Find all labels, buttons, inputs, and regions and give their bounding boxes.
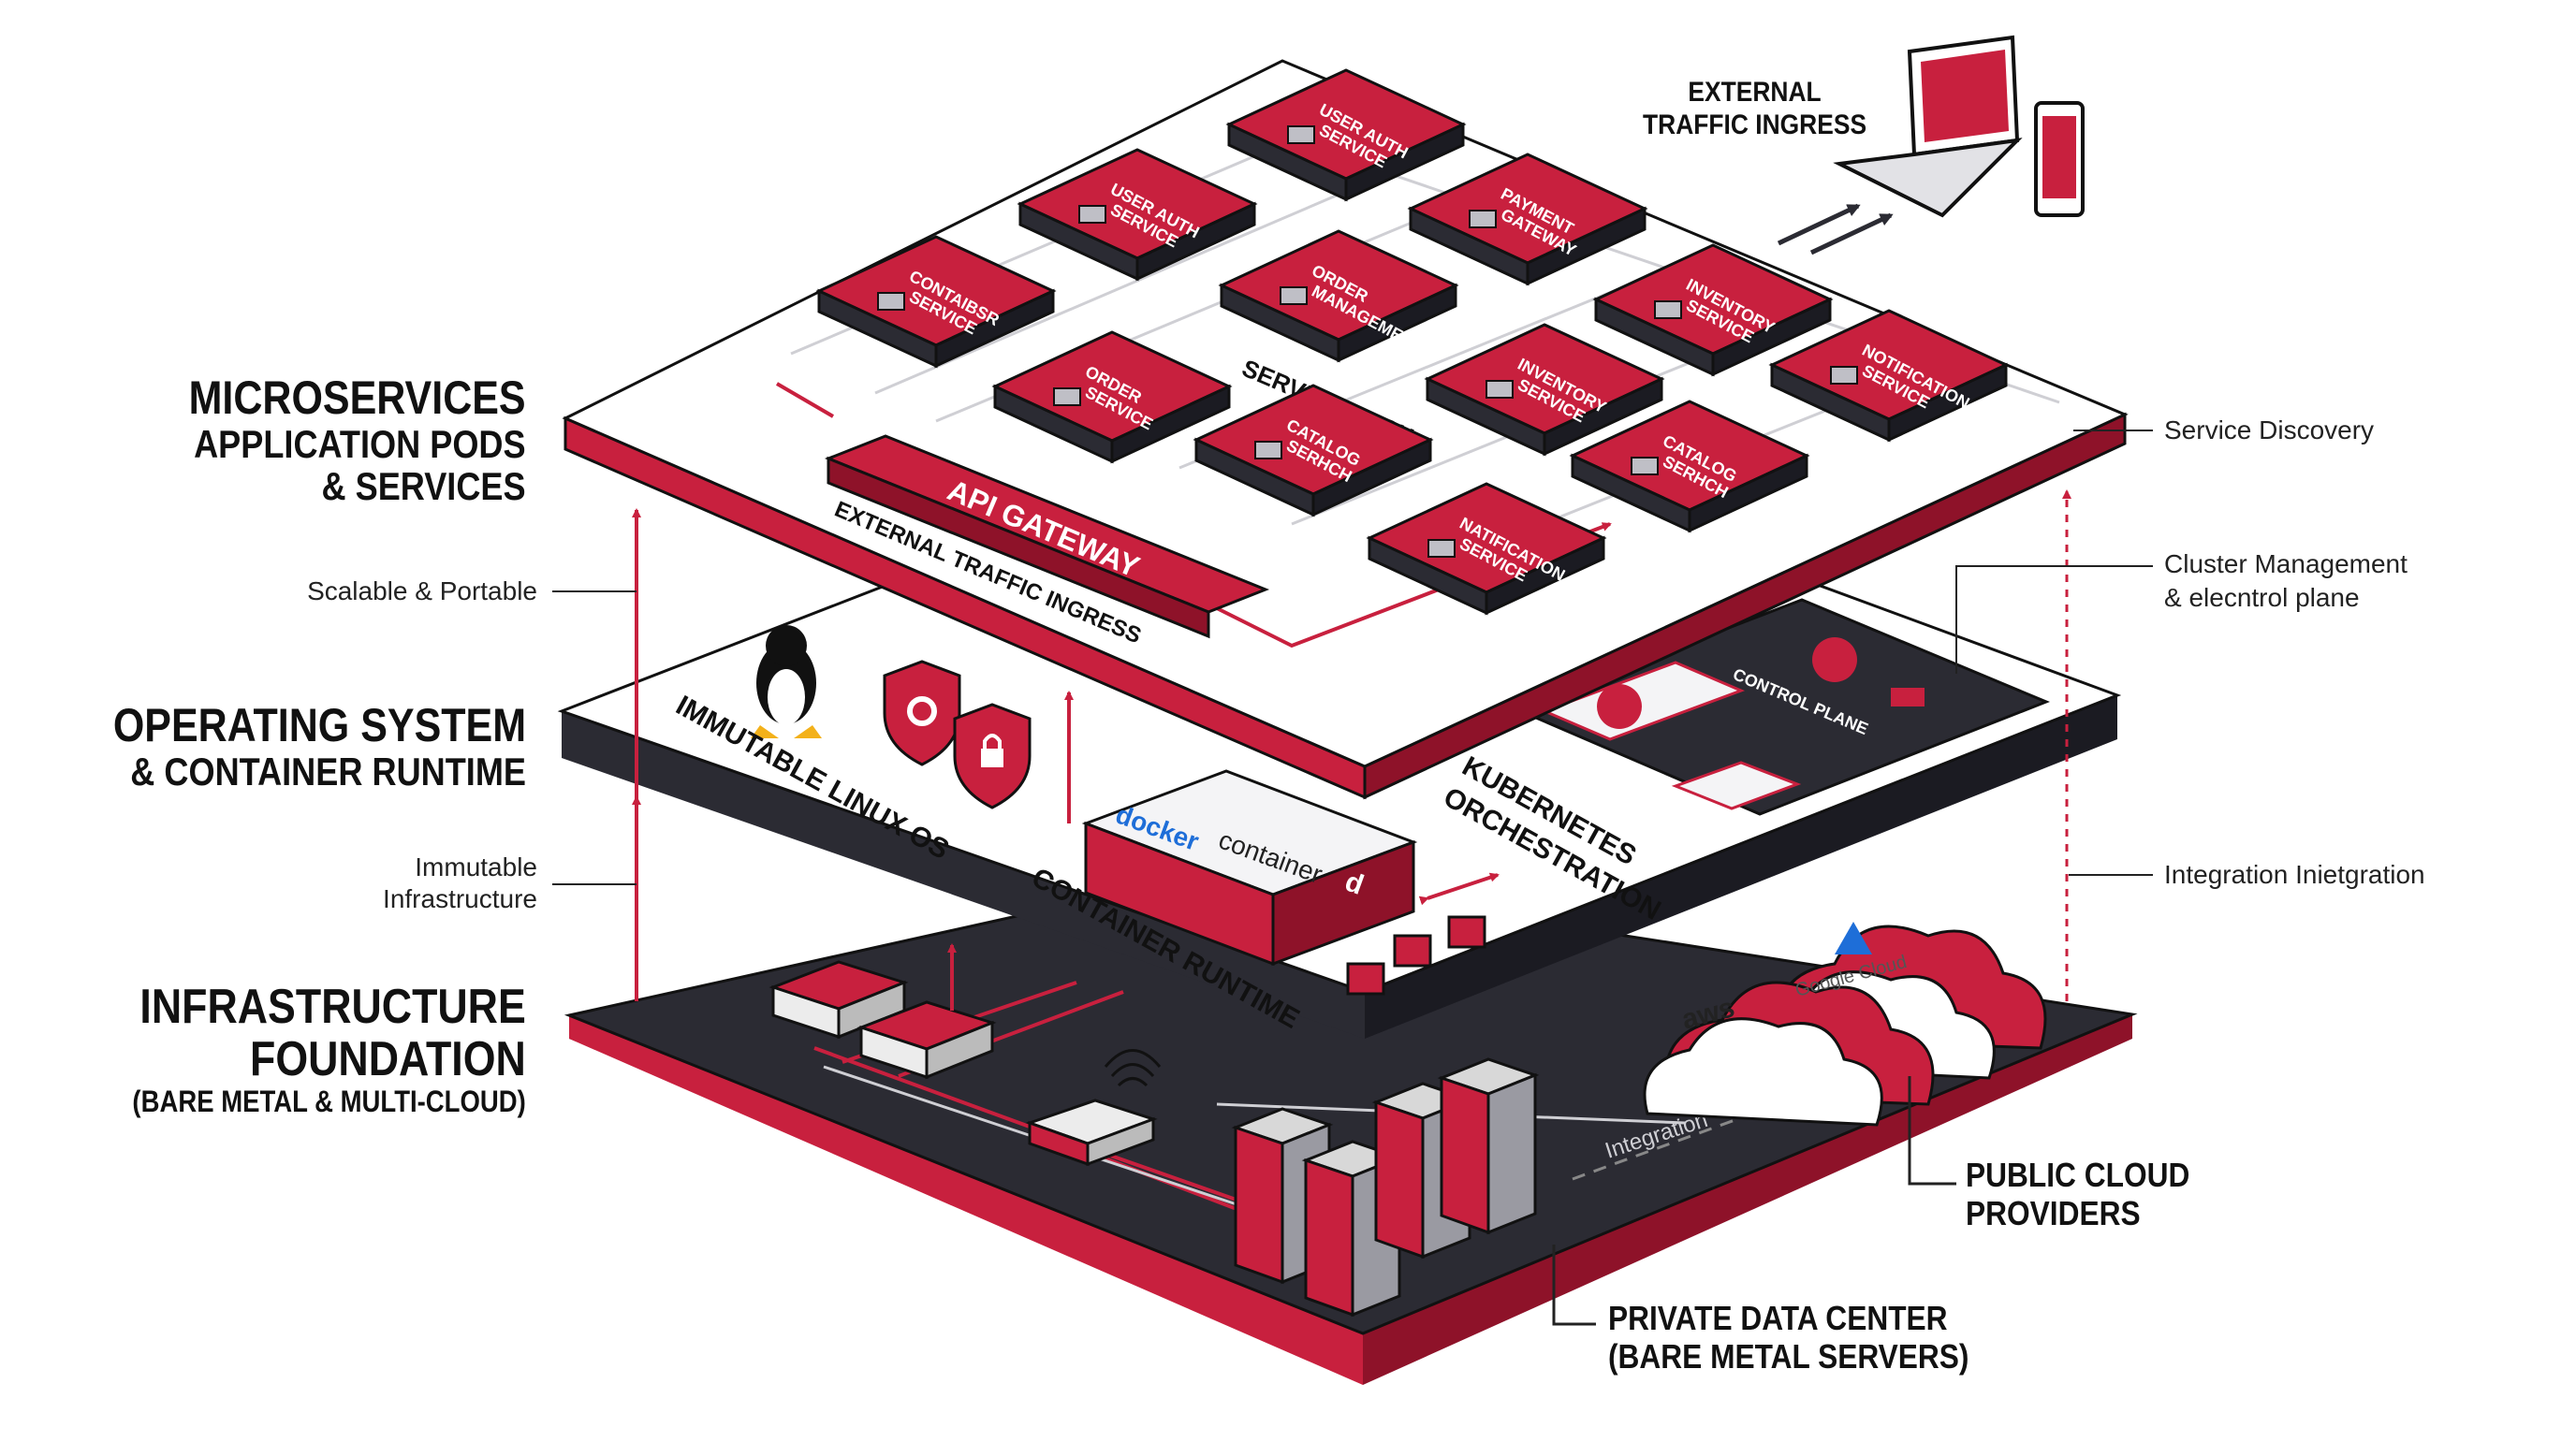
- cluster-label-line2: & elecntrol plane: [2164, 583, 2360, 613]
- phone-icon: [2034, 101, 2085, 217]
- infra-title-line2: FOUNDATION: [250, 1032, 526, 1087]
- lock-shield-icon: [953, 703, 1032, 809]
- infra-title-line3: (BARE METAL & MULTI-CLOUD): [132, 1085, 526, 1119]
- container-icon: [877, 292, 905, 311]
- container-icon: [1830, 366, 1858, 385]
- private-dc-line1: PRIVATE DATA CENTER: [1608, 1299, 1948, 1337]
- container-box-icon: [1346, 915, 1486, 996]
- container-icon: [1078, 205, 1106, 224]
- kubernetes-panel: CONTROL PLANE: [1513, 598, 2050, 816]
- server-rack-icon: [1437, 1057, 1540, 1235]
- container-icon: [1280, 286, 1308, 305]
- router-icon: [1025, 1049, 1162, 1167]
- container-icon: [1631, 457, 1659, 475]
- immutable-label: Immutable Infrastructure: [383, 852, 537, 914]
- linux-tux-icon: [751, 625, 822, 738]
- network-switch-icon: [856, 1000, 997, 1080]
- private-dc-line2: (BARE METAL SERVERS): [1608, 1337, 1969, 1376]
- service-discovery-label: Service Discovery: [2164, 415, 2375, 444]
- os-title-line1: OPERATING SYSTEM: [112, 699, 526, 751]
- infra-title: INFRASTRUCTURE FOUNDATION (BARE METAL & …: [133, 981, 526, 1118]
- container-runtime-block: docker container d: [1081, 769, 1418, 967]
- microservices-title-line2: APPLICATION PODS: [194, 422, 526, 466]
- public-cloud-line1: PUBLIC CLOUD: [1966, 1156, 2190, 1194]
- container-icon: [1254, 441, 1282, 459]
- os-title: OPERATING SYSTEM & CONTAINER RUNTIME: [113, 700, 526, 793]
- microservices-title: MICROSERVICES APPLICATION PODS & SERVICE…: [189, 372, 526, 508]
- immutable-label-line2: Infrastructure: [383, 883, 537, 913]
- azure-logo: [1835, 922, 1872, 954]
- container-icon: [1427, 539, 1456, 558]
- private-dc-label: PRIVATE DATA CENTER (BARE METAL SERVERS): [1608, 1299, 1969, 1376]
- immutable-label-line1: Immutable: [415, 852, 537, 881]
- external-traffic-title: EXTERNAL TRAFFIC INGRESS: [1643, 77, 1866, 141]
- container-icon: [1469, 210, 1497, 228]
- external-line1: EXTERNAL: [1688, 77, 1822, 108]
- cloud-icon: [1643, 981, 1935, 1127]
- container-icon: [1287, 125, 1315, 144]
- os-title-line2: & CONTAINER RUNTIME: [130, 750, 526, 794]
- infra-title-line1: INFRASTRUCTURE: [139, 980, 526, 1034]
- external-line2: TRAFFIC INGRESS: [1643, 109, 1867, 140]
- microservices-title-line3: & SERVICES: [321, 464, 526, 509]
- settings-shield-icon: [883, 660, 961, 766]
- microservices-title-line1: MICROSERVICES: [188, 371, 526, 424]
- container-icon: [1654, 300, 1682, 319]
- container-icon: [1486, 380, 1514, 399]
- public-cloud-line2: PROVIDERS: [1966, 1194, 2141, 1233]
- infrastructure-layer: Integration: [564, 870, 2138, 1385]
- integration-right-label: Integration Inietgration: [2164, 860, 2425, 889]
- public-cloud-label: PUBLIC CLOUD PROVIDERS: [1966, 1156, 2189, 1233]
- cluster-management-label: Cluster Management & elecntrol plane: [2164, 547, 2408, 616]
- laptop-icon: [1833, 35, 2023, 218]
- cluster-label-line1: Cluster Management: [2164, 549, 2408, 578]
- scalable-label: Scalable & Portable: [307, 576, 537, 605]
- container-icon: [1053, 387, 1081, 406]
